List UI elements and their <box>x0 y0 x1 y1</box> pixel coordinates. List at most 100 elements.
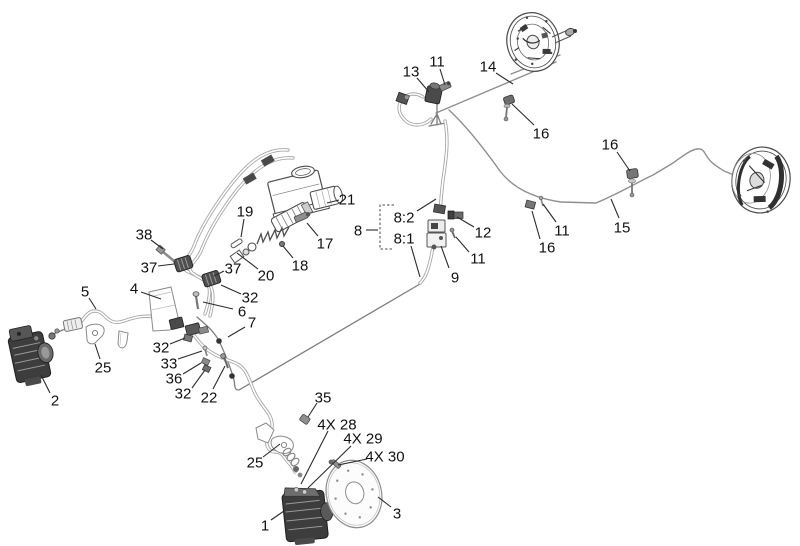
callout-label-4: 4 <box>130 280 138 297</box>
rod-end <box>242 248 250 256</box>
callout-leader-38 <box>150 239 164 250</box>
callout-label-9: 9 <box>451 269 459 286</box>
banjo-fitting-left <box>48 332 56 340</box>
line-grommet <box>216 338 222 344</box>
callout-leader-4x30 <box>337 458 368 466</box>
callout-leader-11c <box>455 236 470 253</box>
callout-leader-13 <box>416 77 430 93</box>
callout-leader-22 <box>212 365 226 390</box>
callout-9: 9 <box>440 245 459 286</box>
caliper-bolt-28 <box>293 487 299 493</box>
callout-leader-5 <box>88 297 97 310</box>
callout-20: 20 <box>236 252 275 284</box>
callout-11a: 11 <box>429 53 446 86</box>
callout-label-12: 12 <box>475 224 492 241</box>
callout-32b: 32 <box>153 337 186 356</box>
callout-16a: 16 <box>511 103 550 142</box>
caliper-bolt-29 <box>301 489 308 495</box>
callout-label-4x30: 4X 30 <box>365 448 404 465</box>
callout-label-14: 14 <box>480 58 497 75</box>
callout-label-25a: 25 <box>95 359 112 376</box>
callout-33: 33 <box>161 350 203 372</box>
callout-label-2: 2 <box>51 392 59 409</box>
bolt-22 <box>223 356 229 369</box>
callout-leader-1 <box>270 510 285 521</box>
callout-6: 6 <box>202 301 246 320</box>
callout-label-16a: 16 <box>533 125 550 142</box>
callout-label-4x29: 4X 29 <box>343 430 382 447</box>
mounting-bolt-17 <box>293 211 311 223</box>
callout-label-3: 3 <box>393 505 401 522</box>
callout-2: 2 <box>40 374 59 409</box>
callout-label-13: 13 <box>403 63 420 80</box>
callout-leader-7 <box>227 326 246 338</box>
callout-label-7: 7 <box>248 314 256 331</box>
clip-16-line15-right <box>626 168 639 198</box>
callout-leader-15 <box>610 198 620 219</box>
callout-leader-25b <box>262 443 281 458</box>
hanging-clip <box>117 330 129 349</box>
callout-label-8-1: 8:1 <box>394 230 415 247</box>
callout-leader-11a <box>439 68 446 86</box>
tube-nut-lower <box>242 172 257 185</box>
pin-bolt-6 <box>194 295 200 310</box>
brake-caliper-left <box>7 325 54 387</box>
hose-coil-fitting <box>282 447 303 478</box>
callout-21: 21 <box>326 191 355 208</box>
bracket-l-bottom <box>255 422 275 444</box>
callout-5: 5 <box>81 283 97 310</box>
callout-leader-37a <box>157 263 175 267</box>
junction-fitting-13 <box>395 81 452 105</box>
callout-leader-18 <box>282 245 294 259</box>
callout-leader-2 <box>40 374 51 394</box>
callout-8-1: 8:1 <box>394 230 421 278</box>
callout-label-16b: 16 <box>602 136 619 153</box>
callout-16c: 16 <box>531 210 555 256</box>
callout-label-4x28: 4X 28 <box>317 416 356 433</box>
clevis-pin <box>230 238 243 249</box>
cylinder-body <box>309 185 344 210</box>
reservoir-cap <box>291 165 315 179</box>
callout-label-6: 6 <box>238 303 246 320</box>
piston-assembly <box>270 201 314 233</box>
callout-leader-17 <box>306 222 319 237</box>
pipe-end-fitting <box>395 91 410 105</box>
callout-label-32a: 32 <box>242 289 259 306</box>
brake-rotor <box>325 459 383 529</box>
callout-11c: 11 <box>455 236 486 267</box>
nut-32-left <box>182 333 194 343</box>
callout-32c: 32 <box>175 369 206 402</box>
callout-14: 14 <box>480 58 514 85</box>
callout-13: 13 <box>403 63 430 93</box>
callout-label-35: 35 <box>315 389 332 406</box>
callout-leader-20 <box>236 252 259 270</box>
callout-leader-25a <box>94 343 101 360</box>
callout-16b: 16 <box>602 136 631 172</box>
axle-stub-upper <box>551 27 577 44</box>
callout-label-20: 20 <box>258 267 275 284</box>
callout-label-8: 8 <box>354 222 362 239</box>
callout-36: 36 <box>166 362 202 387</box>
line-clamp-37-upper <box>173 255 194 273</box>
callout-leader-4 <box>140 291 162 300</box>
callout-leader-19 <box>240 218 245 238</box>
callout-leader-12 <box>456 216 475 228</box>
callout-leader-3 <box>377 496 392 508</box>
callout-leader-32c <box>191 369 206 389</box>
drum-brake-rear-right <box>731 146 791 214</box>
callout-37a: 37 <box>141 259 175 276</box>
callout-7: 7 <box>227 314 256 338</box>
callout-label-11a: 11 <box>429 53 445 70</box>
callout-label-18: 18 <box>292 257 309 274</box>
callout-leader-16c <box>531 210 541 240</box>
callout-leader-36 <box>182 362 202 375</box>
boot-accordion <box>256 226 290 245</box>
hose-bracket-25-bottom <box>270 435 294 454</box>
callout-label-19: 19 <box>237 203 254 220</box>
callout-label-36: 36 <box>166 370 183 387</box>
callout-leader-4x29 <box>307 445 352 489</box>
callout-leader-16b <box>616 151 631 172</box>
callout-label-17: 17 <box>317 235 334 252</box>
callout-leader-16a <box>511 103 535 126</box>
